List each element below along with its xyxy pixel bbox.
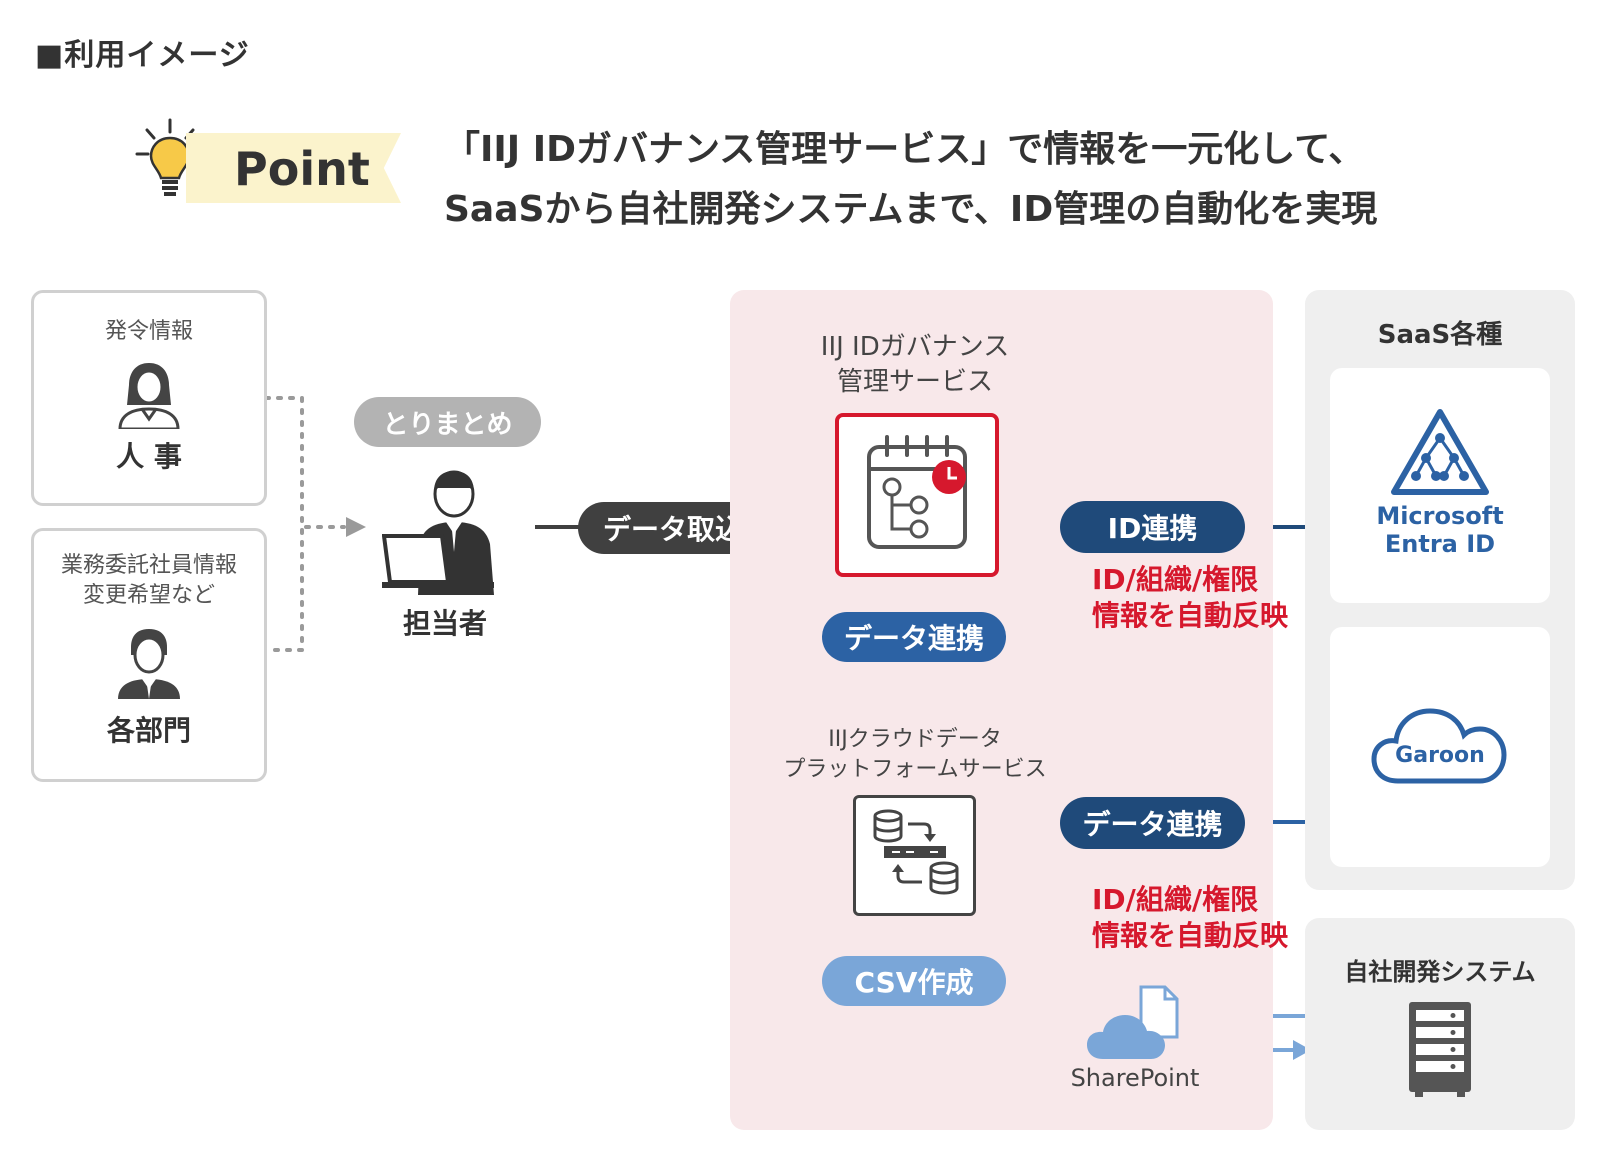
inhouse-system-title: 自社開発システム xyxy=(1344,958,1536,986)
iij-id-name-line-2: 管理サービス xyxy=(836,367,993,397)
sharepoint-label: SharePoint xyxy=(1070,1064,1200,1092)
page-title: ■利用イメージ xyxy=(35,38,250,73)
dept-caption-line-1: 業務委託社員情報 xyxy=(60,553,237,578)
data-link-2-pill: データ連携 xyxy=(1060,797,1245,849)
garoon-card: Garoon xyxy=(1330,627,1550,867)
calendar-org-icon xyxy=(867,435,967,549)
entra-id-card: Microsoft Entra ID xyxy=(1330,368,1550,603)
department-source-box: 業務委託社員情報 変更希望など 各部門 xyxy=(31,528,267,782)
auto-reflect-2-line-2: 情報を自動反映 xyxy=(1092,919,1289,952)
entra-id-logo-icon xyxy=(1391,409,1489,495)
hr-caption: 発令情報 xyxy=(104,319,193,344)
dept-name: 各部門 xyxy=(106,714,191,747)
auto-reflect-2-line-1: ID/組織/権限 xyxy=(1092,883,1259,916)
auto-reflect-line-2: 情報を自動反映 xyxy=(1092,599,1289,632)
point-label: Point xyxy=(234,142,370,196)
dept-caption-line-2: 変更希望など xyxy=(82,583,215,608)
csv-create-pill: CSV作成 xyxy=(822,956,1006,1006)
headline-line-2: SaaSから自社開発システムまで、ID管理の自動化を実現 xyxy=(444,189,1378,230)
cdp-icon-box xyxy=(853,795,976,916)
iij-id-name-line-1: IIJ IDガバナンス xyxy=(820,332,1010,362)
operator-at-laptop-icon xyxy=(382,470,494,595)
id-link-pill: ID連携 xyxy=(1060,501,1245,553)
operator-name: 担当者 xyxy=(402,607,487,640)
iij-service-panel xyxy=(730,290,1273,1130)
aggregate-pill: とりまとめ xyxy=(354,397,541,447)
data-link-pill: データ連携 xyxy=(822,612,1006,662)
iij-id-governance-icon-box xyxy=(835,413,999,577)
auto-reflect-line-1: ID/組織/権限 xyxy=(1092,563,1259,596)
sharepoint-cloud-icon xyxy=(1087,985,1179,1059)
cdp-name-line-1: IIJクラウドデータ xyxy=(828,727,1002,752)
saas-title: SaaS各種 xyxy=(1377,320,1503,350)
headline-line-1: 「IIJ IDガバナンス管理サービス」で情報を一元化して、 xyxy=(444,129,1365,170)
point-tag xyxy=(186,133,401,203)
cdp-name-line-2: プラットフォームサービス xyxy=(783,757,1047,782)
hr-source-box: 発令情報 人 事 xyxy=(31,290,267,506)
woman-avatar-icon xyxy=(118,363,180,429)
database-sync-icon xyxy=(873,809,959,895)
garoon-cloud-logo-icon xyxy=(1371,708,1507,784)
garoon-label: Garoon xyxy=(1395,743,1485,768)
entra-id-line-1: Microsoft xyxy=(1376,502,1504,530)
hr-name: 人 事 xyxy=(116,440,182,473)
lightbulb-icon xyxy=(135,118,205,196)
man-avatar-icon xyxy=(118,629,180,699)
entra-id-line-2: Entra ID xyxy=(1384,530,1496,558)
server-rack-icon xyxy=(1409,1002,1471,1097)
